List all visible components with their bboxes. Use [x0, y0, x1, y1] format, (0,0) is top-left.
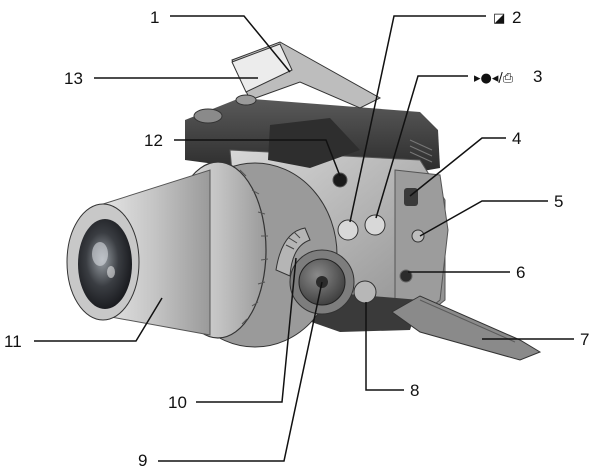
button-exposure-compensation: [337, 219, 359, 241]
leader-11: [34, 297, 163, 342]
camera-illustration: [66, 41, 542, 361]
callout-9: 9: [138, 451, 147, 467]
callout-2: 2: [512, 8, 521, 27]
callout-7: 7: [580, 330, 589, 349]
lens-glass: [78, 219, 132, 309]
leader-12: [174, 139, 341, 177]
terminal-cover-flap: [391, 295, 542, 361]
callout-13: 13: [64, 69, 83, 88]
side-jack: [399, 269, 413, 283]
callout-6: 6: [516, 263, 525, 282]
callout-11: 11: [4, 332, 22, 351]
button-self-timer: [364, 214, 386, 236]
top-dial: [193, 108, 223, 124]
callout-5: 5: [554, 192, 563, 211]
leader-2: [349, 15, 486, 223]
leader-1: [170, 15, 291, 73]
callout-12: 12: [144, 131, 163, 150]
callout-10: 10: [168, 393, 187, 412]
leader-lines: [34, 15, 574, 462]
exposure-compensation-icon: ◪: [493, 11, 505, 26]
leader-8: [365, 302, 404, 391]
callout-1: 1: [150, 8, 159, 27]
button-8: [353, 280, 377, 304]
terminal-cover-button: [411, 229, 425, 243]
leader-4: [409, 137, 506, 197]
callout-3: 3: [533, 67, 542, 86]
callout-labels: 1 ◪ 2 ▸●◂/⎙ 3 4 5 6 7 8 9 10 11 12 13: [4, 8, 589, 467]
callout-4: 4: [512, 129, 521, 148]
leader-10: [196, 257, 297, 403]
callout-8: 8: [410, 381, 419, 400]
af-assist-lamp: [332, 172, 348, 188]
ventilation-grille: [409, 139, 433, 163]
leader-5: [419, 200, 548, 237]
leader-9: [158, 281, 323, 462]
self-timer-print-icon: ▸●◂/⎙: [474, 71, 514, 86]
zoom-lever: [275, 227, 311, 277]
leader-3: [375, 75, 468, 219]
